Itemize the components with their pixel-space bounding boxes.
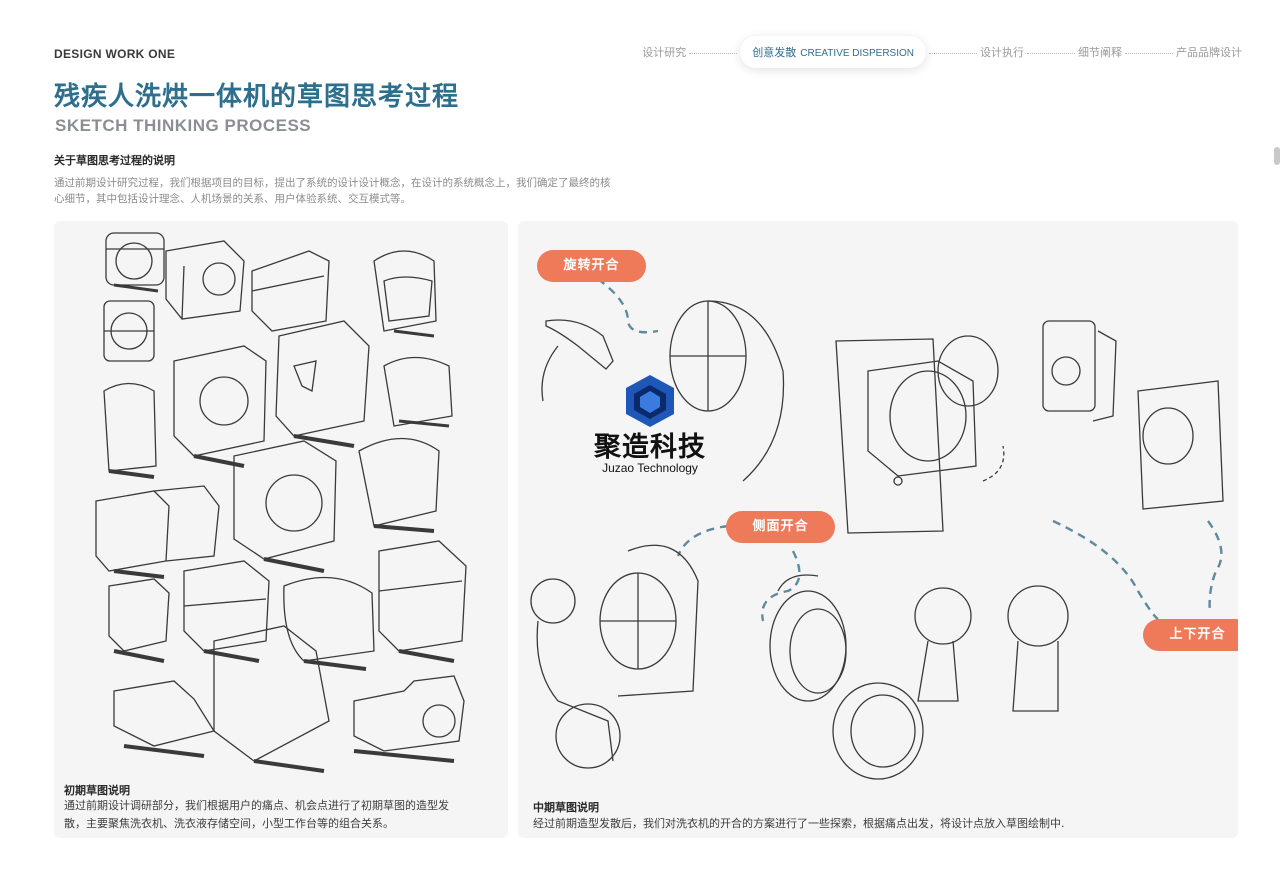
sketch-washer-10 (233, 440, 337, 573)
nav-step-details[interactable]: 细节阐释 (1078, 46, 1122, 59)
nav-step-active-en: CREATIVE DISPERSION (800, 48, 914, 59)
juzao-name-en: Juzao Technology (602, 461, 698, 475)
nav-divider (689, 52, 738, 54)
nav-divider (929, 52, 977, 54)
sketch-washer-15 (283, 576, 375, 671)
early-caption-line1: 通过前期设计调研部分，我们根据用户的痛点、机会点进行了初期草图的造型发 (64, 799, 449, 812)
sketch-washer-14 (183, 560, 270, 663)
sketch-washer-9 (103, 382, 157, 479)
scrollbar-thumb[interactable] (1274, 147, 1280, 165)
about-text: 通过前期设计研究过程，我们根据项目的目标，提出了系统的设计设计概念，在设计的系统… (54, 177, 611, 205)
tag-top-bottom-open: 上下开合 (1143, 619, 1238, 651)
tag-rotate-open: 旋转开合 (537, 250, 646, 282)
mid-sketch-panel: 旋转开合 侧面开合 上下开合 中期草图说明 经过前期造型发散后，我们对洗衣机的开… (518, 221, 1238, 838)
sketch-washer-19 (353, 675, 465, 763)
sketch-top-open-2 (1007, 585, 1069, 712)
sketch-drum-2 (832, 682, 924, 780)
early-sketch-panel: 初期草图说明 通过前期设计调研部分，我们根据用户的痛点、机会点进行了初期草图的造… (54, 221, 508, 838)
sketch-drum-1 (769, 574, 847, 702)
juzao-logo-icon (626, 375, 674, 427)
sketch-washer-front (1137, 380, 1224, 510)
about-title: 关于草图思考过程的说明 (54, 154, 175, 167)
mid-sketches-illustration (530, 278, 1224, 780)
sketch-washer-18 (213, 625, 330, 773)
mid-caption-title: 中期草图说明 (533, 801, 599, 814)
early-caption-line2: 散，主要聚焦洗衣机、洗衣液存储空间，小型工作台等的组合关系。 (64, 817, 394, 830)
juzao-watermark: 聚造科技 Juzao Technology (580, 373, 720, 483)
sketch-washer-11 (358, 437, 440, 533)
sketch-washer-13 (108, 578, 170, 663)
nav-step-active-label: 创意发散 (752, 46, 797, 59)
mid-caption-text: 经过前期造型发散后，我们对洗衣机的开合的方案进行了一些探索，根据痛点出发，将设计… (533, 817, 1065, 830)
page-title: 残疾人洗烘一体机的草图思考过程 (54, 82, 460, 112)
sketch-wheelchair-user (530, 544, 699, 769)
sketch-rotate-open (541, 300, 785, 482)
sketch-control-panel (1042, 320, 1117, 422)
page-subtitle: SKETCH THINKING PROCESS (55, 116, 312, 135)
nav-divider (1125, 52, 1173, 54)
nav-step-brand[interactable]: 产品品牌设计 (1176, 46, 1242, 59)
sketch-washer-6 (173, 345, 267, 468)
sketch-washer-7 (275, 320, 370, 448)
dashed-connectors (597, 278, 1223, 622)
early-caption-title: 初期草图说明 (64, 784, 130, 797)
sketch-washer-3 (251, 250, 330, 332)
sketch-washer-17 (113, 680, 216, 758)
sketch-washer-4 (373, 250, 437, 338)
sketch-top-open-1 (914, 587, 972, 702)
tag-side-open: 侧面开合 (726, 511, 835, 543)
sketch-washer-12 (95, 485, 220, 579)
sketch-side-open (835, 335, 1005, 534)
early-sketches-illustration (95, 232, 467, 773)
sketch-washer-2 (165, 240, 245, 320)
juzao-name-cn: 聚造科技 (594, 432, 706, 463)
design-work-label: DESIGN WORK ONE (54, 47, 176, 61)
sketch-washer-16 (378, 540, 467, 663)
sketch-washer-5 (103, 300, 155, 362)
nav-step-research[interactable]: 设计研究 (642, 46, 687, 59)
sketch-washer-1 (105, 232, 165, 293)
nav-divider (1027, 52, 1075, 54)
sketch-washer-8 (383, 356, 453, 428)
nav-step-execution[interactable]: 设计执行 (980, 46, 1024, 59)
